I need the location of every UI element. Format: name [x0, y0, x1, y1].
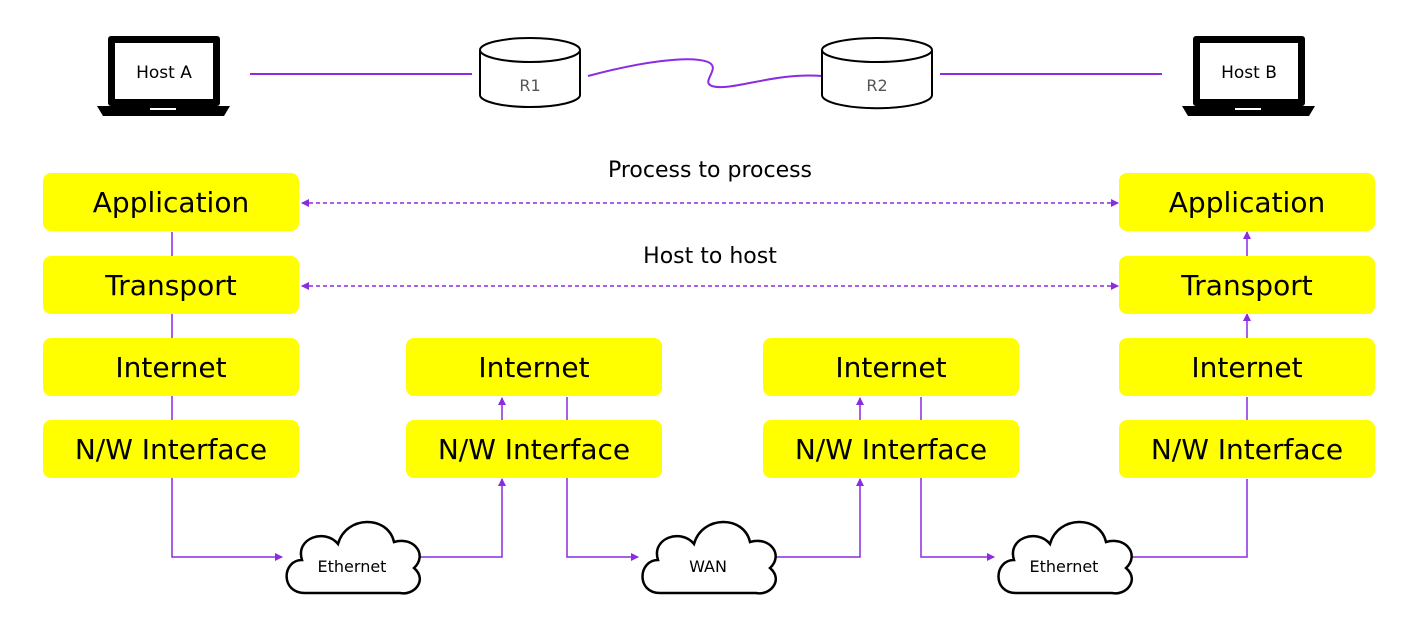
host-b-internet-layer: Internet	[1119, 338, 1375, 396]
ethernet-to-host-b	[1125, 479, 1248, 558]
cloud-icon-wan	[641, 520, 777, 595]
host-a-transport-layer: Transport	[43, 256, 299, 314]
ethernet-to-r1	[412, 478, 506, 558]
r2-internet-layer: Internet	[763, 338, 1019, 396]
process-to-process-label: Process to process	[607, 158, 813, 183]
router-icon-r1	[479, 37, 581, 108]
router-icon-r2	[821, 37, 933, 110]
r1-to-wan	[566, 478, 639, 561]
host-b-application-layer: Application	[1119, 173, 1375, 231]
r2-label: R2	[866, 76, 888, 95]
host-a-internet-layer: Internet	[43, 338, 299, 396]
ethernet-right-label: Ethernet	[1029, 557, 1099, 576]
link-r1-r2	[587, 58, 823, 89]
laptop-icon-host-a	[97, 36, 230, 116]
host-b-label: Host B	[1221, 63, 1277, 83]
host-to-host-label: Host to host	[643, 244, 777, 269]
laptop-icon-host-b	[1182, 36, 1315, 116]
r1-nw-interface-layer: N/W Interface	[406, 420, 662, 478]
r1-internet-layer: Internet	[406, 338, 662, 396]
host-b-transport-layer: Transport	[1119, 256, 1375, 314]
cloud-icon-ethernet-left	[285, 520, 421, 595]
host-a-to-ethernet	[171, 478, 283, 561]
host-b-nw-interface-layer: N/W Interface	[1119, 420, 1375, 478]
host-a-application-layer: Application	[43, 173, 299, 231]
host-a-label: Host A	[136, 63, 192, 83]
ethernet-left-label: Ethernet	[317, 557, 387, 576]
r2-nw-interface-layer: N/W Interface	[763, 420, 1019, 478]
cloud-icon-ethernet-right	[997, 520, 1133, 595]
host-a-nw-interface-layer: N/W Interface	[43, 420, 299, 478]
wan-label: WAN	[689, 557, 727, 576]
r1-label: R1	[519, 76, 541, 95]
wan-to-r2	[768, 478, 864, 558]
r2-to-ethernet	[920, 478, 995, 561]
